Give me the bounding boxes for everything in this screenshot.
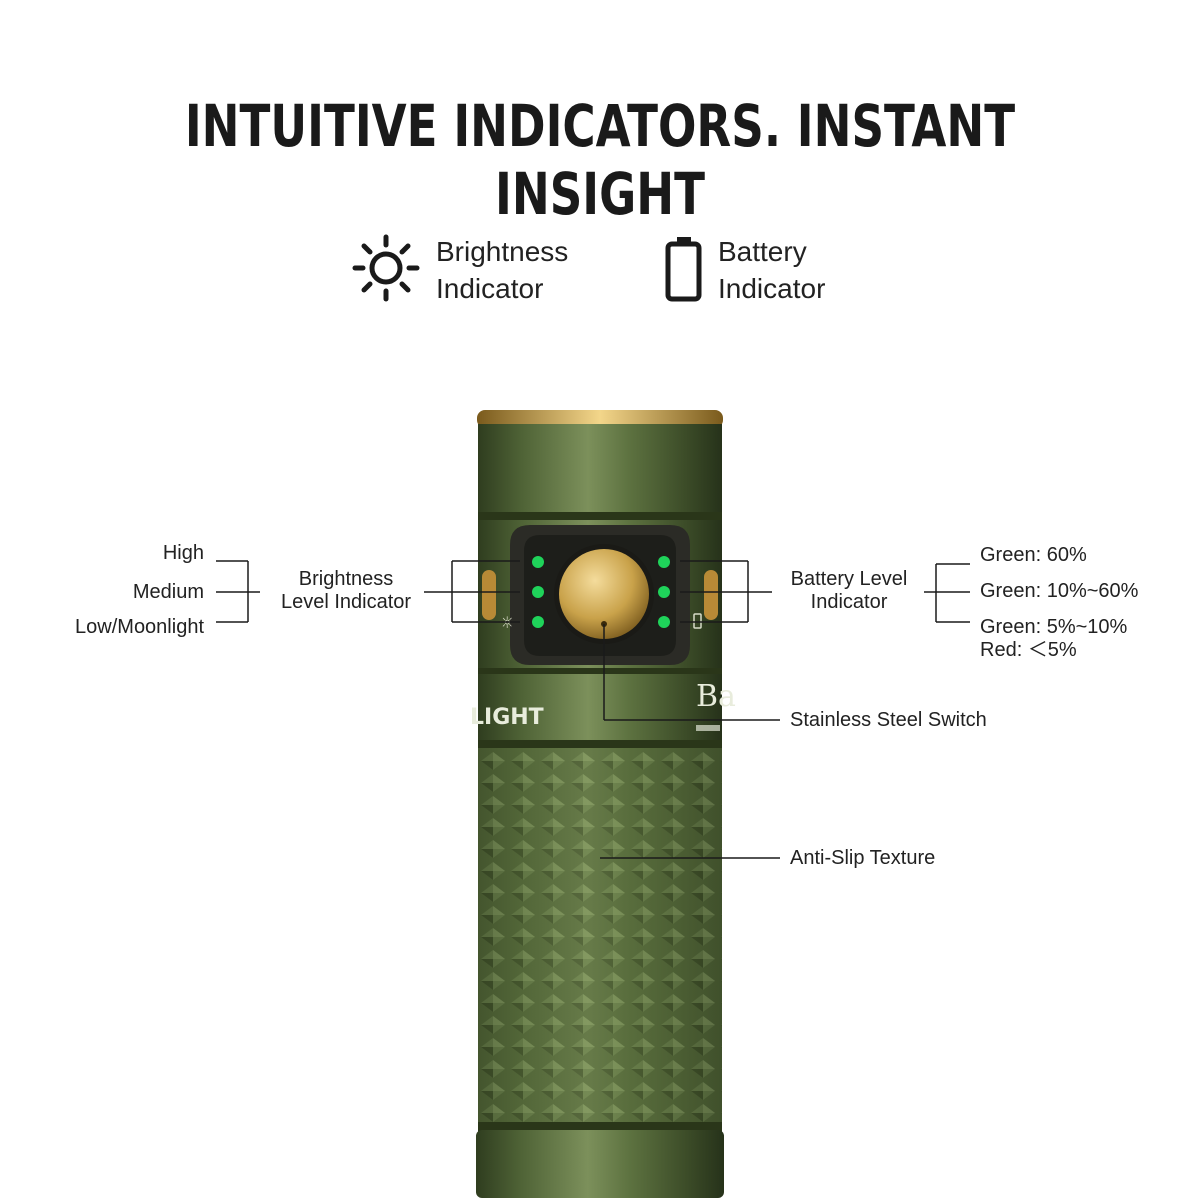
sun-icon xyxy=(352,234,420,302)
led-battery-3 xyxy=(658,616,670,628)
battery-icon xyxy=(665,237,702,302)
battery-level-10-60: Green: 10%~60% xyxy=(980,580,1139,602)
led-brightness-medium xyxy=(532,586,544,598)
body-brand-text: LIGHT xyxy=(470,705,544,730)
battery-legend-label: Battery Indicator xyxy=(718,236,826,304)
battery-level-5-10: Green: 5%~10% xyxy=(980,616,1128,638)
brightness-level-high: High xyxy=(162,542,204,564)
brightness-legend-label: Brightness Indicator xyxy=(436,236,569,304)
engraved-battery-icon xyxy=(693,613,702,629)
brightness-level-low: Low/Moonlight xyxy=(75,616,204,638)
callout-lines xyxy=(216,560,970,859)
switch-callout-label: Stainless Steel Switch xyxy=(790,709,987,731)
led-brightness-low xyxy=(532,616,544,628)
led-battery-1 xyxy=(658,556,670,568)
battery-leds xyxy=(658,556,670,628)
brightness-leds xyxy=(532,556,544,628)
brightness-callout-label: Brightness Level Indicator xyxy=(280,568,412,613)
battery-level-red: Red: ＜5% xyxy=(980,639,1077,661)
battery-level-60: Green: 60% xyxy=(980,544,1087,566)
battery-callout-label: Battery Level Indicator xyxy=(790,568,908,613)
flashlight: LIGHT Ba xyxy=(470,410,736,1198)
led-brightness-high xyxy=(532,556,544,568)
texture-callout-label: Anti-Slip Texture xyxy=(790,847,936,869)
led-battery-2 xyxy=(658,586,670,598)
page-title: INTUITIVE INDICATORS. INSTANT INSIGHT xyxy=(184,92,1016,228)
body-model-text: Ba xyxy=(696,679,736,714)
brightness-level-medium: Medium xyxy=(132,581,204,603)
